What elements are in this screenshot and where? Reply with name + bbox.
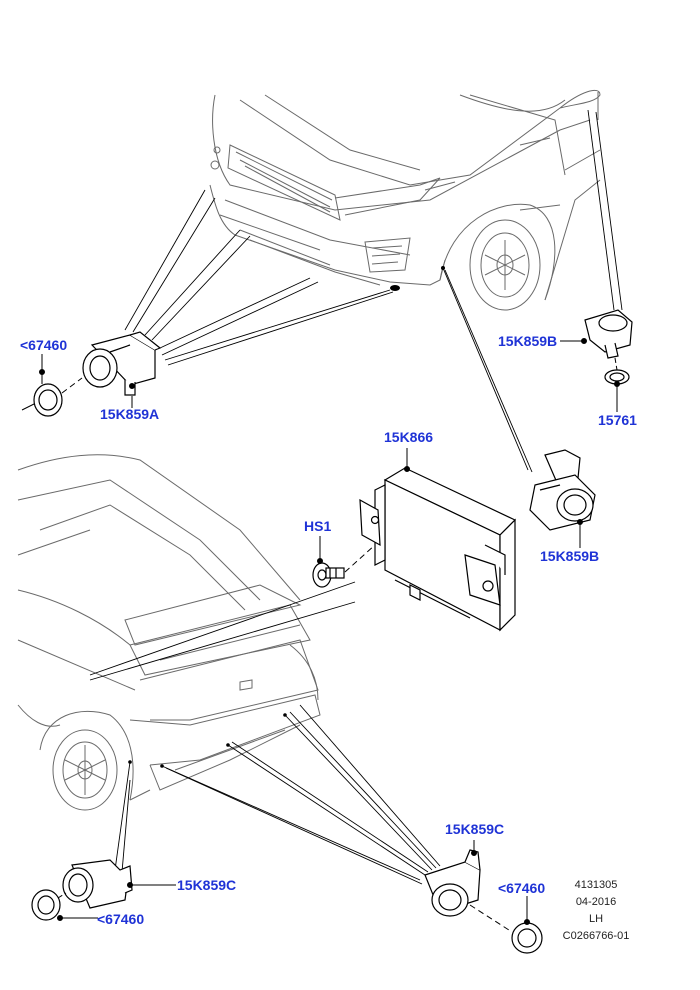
parking-sensor-front-right-mid — [529, 449, 596, 531]
callout-rear-seal-right: <67460 — [498, 880, 546, 896]
front-sensor-hole-marker — [390, 285, 400, 291]
bolt-leader — [344, 544, 376, 573]
callout-front-left-seal: <67460 — [20, 337, 68, 353]
seal-rear-right — [511, 922, 543, 954]
bolt-hs1 — [312, 562, 345, 588]
callout-rear-sensor-right: 15K859C — [445, 821, 505, 837]
seal-rear-left — [31, 889, 61, 921]
leader-lines — [89, 109, 623, 885]
callout-front-right-sensor-top: 15K859B — [498, 333, 558, 349]
info-side: LH — [588, 913, 604, 925]
callout-front-left-sensor: 15K859A — [100, 406, 160, 422]
callout-front-right-sensor-mid: 15K859B — [540, 548, 600, 564]
callout-leaders — [39, 338, 620, 925]
seal-front-left — [33, 383, 63, 417]
info-drawing-code: C0266766-01 — [562, 930, 630, 942]
callout-rear-sensor-left: 15K859C — [177, 877, 237, 893]
front-vehicle-illustration — [209, 90, 601, 311]
callout-bolt: HS1 — [304, 518, 332, 534]
parking-sensor-front-right-top — [584, 309, 633, 359]
callout-front-right-seal: 15761 — [598, 412, 637, 428]
seal-front-right — [604, 369, 630, 385]
rear-vehicle-illustration — [17, 454, 321, 811]
callout-control-module: 15K866 — [384, 429, 434, 445]
parking-aid-control-module — [359, 467, 517, 632]
parking-sensor-rear-left — [62, 859, 133, 909]
callout-rear-seal-left: <67460 — [97, 911, 145, 927]
parking-sensor-rear-right — [424, 849, 481, 917]
parking-sensor-front-left — [82, 331, 162, 396]
info-date: 04-2016 — [575, 896, 617, 908]
info-part-number: 4131305 — [574, 879, 618, 891]
